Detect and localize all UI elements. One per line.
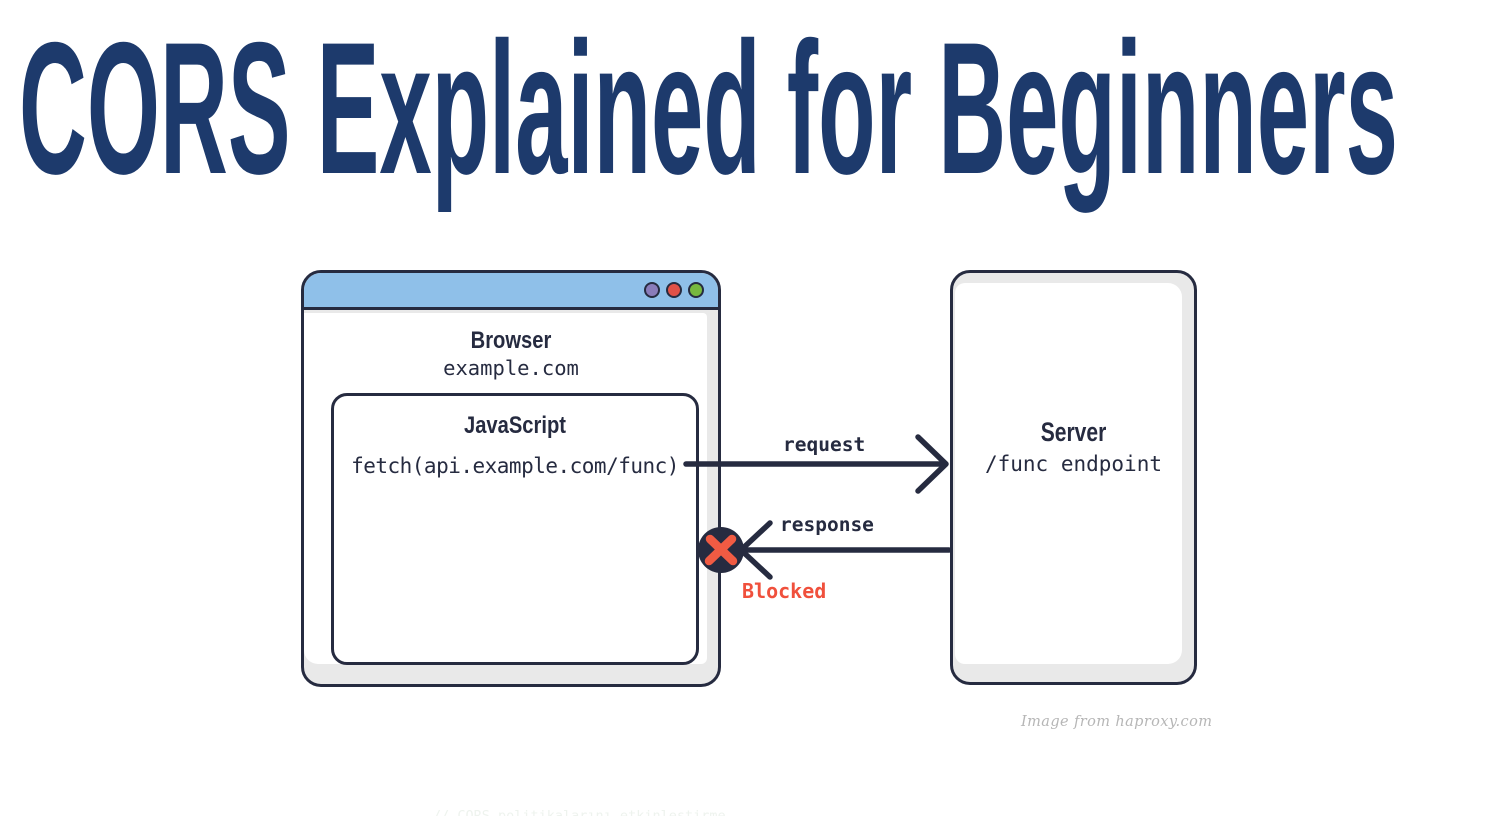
page-title: CORS Explained for Beginners xyxy=(19,3,1398,213)
window-dot-green-icon xyxy=(688,282,704,298)
window-dot-red-icon xyxy=(666,282,682,298)
browser-titlebar xyxy=(304,273,718,310)
browser-domain: example.com xyxy=(443,356,579,380)
background-code-block: // CORS politikalarını etkinleştirme app… xyxy=(433,773,913,816)
server-label: Server xyxy=(1040,417,1107,447)
response-label: response xyxy=(780,513,874,536)
blocked-label: Blocked xyxy=(742,579,827,603)
server-content-panel xyxy=(955,283,1182,664)
window-dot-purple-icon xyxy=(644,282,660,298)
server-box: Server /func endpoint xyxy=(950,270,1197,685)
request-label: request xyxy=(783,433,866,456)
javascript-label: JavaScript xyxy=(464,412,566,439)
server-endpoint: /func endpoint xyxy=(984,452,1162,476)
browser-label: Browser xyxy=(470,327,552,354)
browser-window: Browser example.com JavaScript fetch(api… xyxy=(301,270,721,687)
fetch-code: fetch(api.example.com/func) xyxy=(351,454,679,478)
background-code-line: // CORS politikalarını etkinleştirme xyxy=(433,808,726,816)
image-credit: Image from haproxy.com xyxy=(1021,714,1213,730)
javascript-box: JavaScript fetch(api.example.com/func) xyxy=(331,393,699,665)
